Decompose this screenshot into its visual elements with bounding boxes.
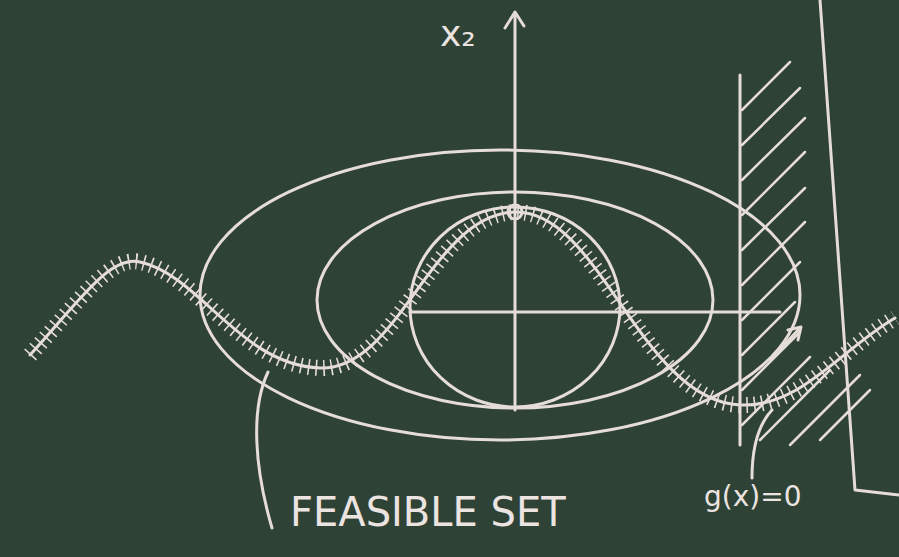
feasible-curve xyxy=(30,212,895,405)
curve-hatching xyxy=(30,212,895,405)
board-line xyxy=(820,0,899,495)
gradient-arrow xyxy=(770,327,801,360)
leader-line xyxy=(257,372,272,528)
constraint-label: g(x)=0 xyxy=(704,482,801,513)
region-label: FEASIBLE SET xyxy=(290,490,566,534)
leader-line xyxy=(752,410,772,478)
axis-arrowhead xyxy=(505,12,524,28)
constraint-hatching xyxy=(742,62,870,445)
level-set xyxy=(317,192,713,408)
axis-label: x₂ xyxy=(440,14,476,54)
x1-axis xyxy=(410,311,780,314)
level-set xyxy=(410,207,620,407)
